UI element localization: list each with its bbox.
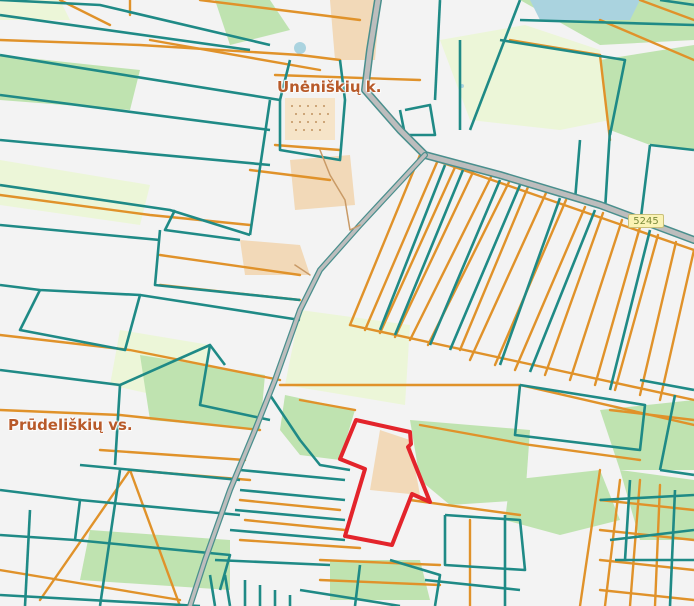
selected-parcel-outline[interactable] [338, 418, 432, 547]
village-label: Unėniškių k. [277, 78, 382, 96]
road-number-badge: 5245 [628, 214, 664, 228]
hatched-plot [285, 98, 335, 140]
roads [187, 0, 694, 606]
water-areas [294, 0, 640, 88]
district-label: Prūdeliškių vs. [8, 416, 133, 434]
hatched-plot-dots [291, 105, 329, 131]
